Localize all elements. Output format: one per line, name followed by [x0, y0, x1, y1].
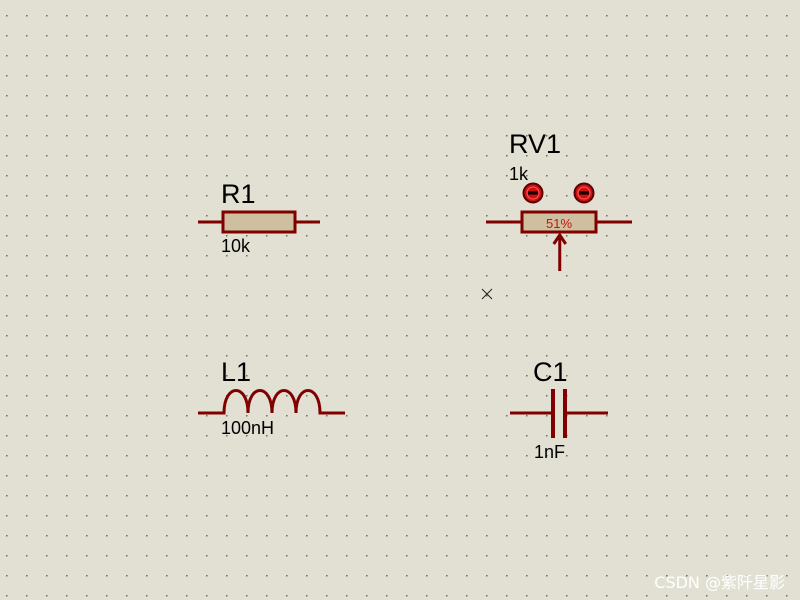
l1-coil	[198, 389, 345, 415]
c1-value-label: 1nF	[534, 442, 565, 462]
rv1-wiper-arrow[interactable]	[552, 232, 567, 271]
c1-ref-label: C1	[533, 357, 568, 387]
r1-value-label: 10k	[221, 236, 251, 256]
rv1-wiper-percent: 51%	[546, 216, 572, 231]
watermark: CSDN @紫阡星影	[654, 573, 785, 592]
rv1-value-label: 1k	[509, 164, 529, 184]
potentiometer-rv1[interactable]: RV1 1k 51%	[486, 129, 632, 271]
l1-value-label: 100nH	[221, 418, 274, 438]
inductor-l1[interactable]: L1 100nH	[198, 357, 345, 438]
resistor-r1[interactable]: R1 10k	[198, 179, 320, 256]
cross-marker-icon	[481, 288, 493, 300]
r1-ref-label: R1	[221, 179, 256, 209]
capacitor-c1[interactable]: C1 1nF	[510, 357, 608, 462]
minus-icon[interactable]	[573, 182, 595, 204]
rv1-ref-label: RV1	[509, 129, 561, 159]
minus-icon[interactable]	[522, 182, 544, 204]
r1-body	[221, 210, 297, 234]
l1-ref-label: L1	[221, 357, 251, 387]
